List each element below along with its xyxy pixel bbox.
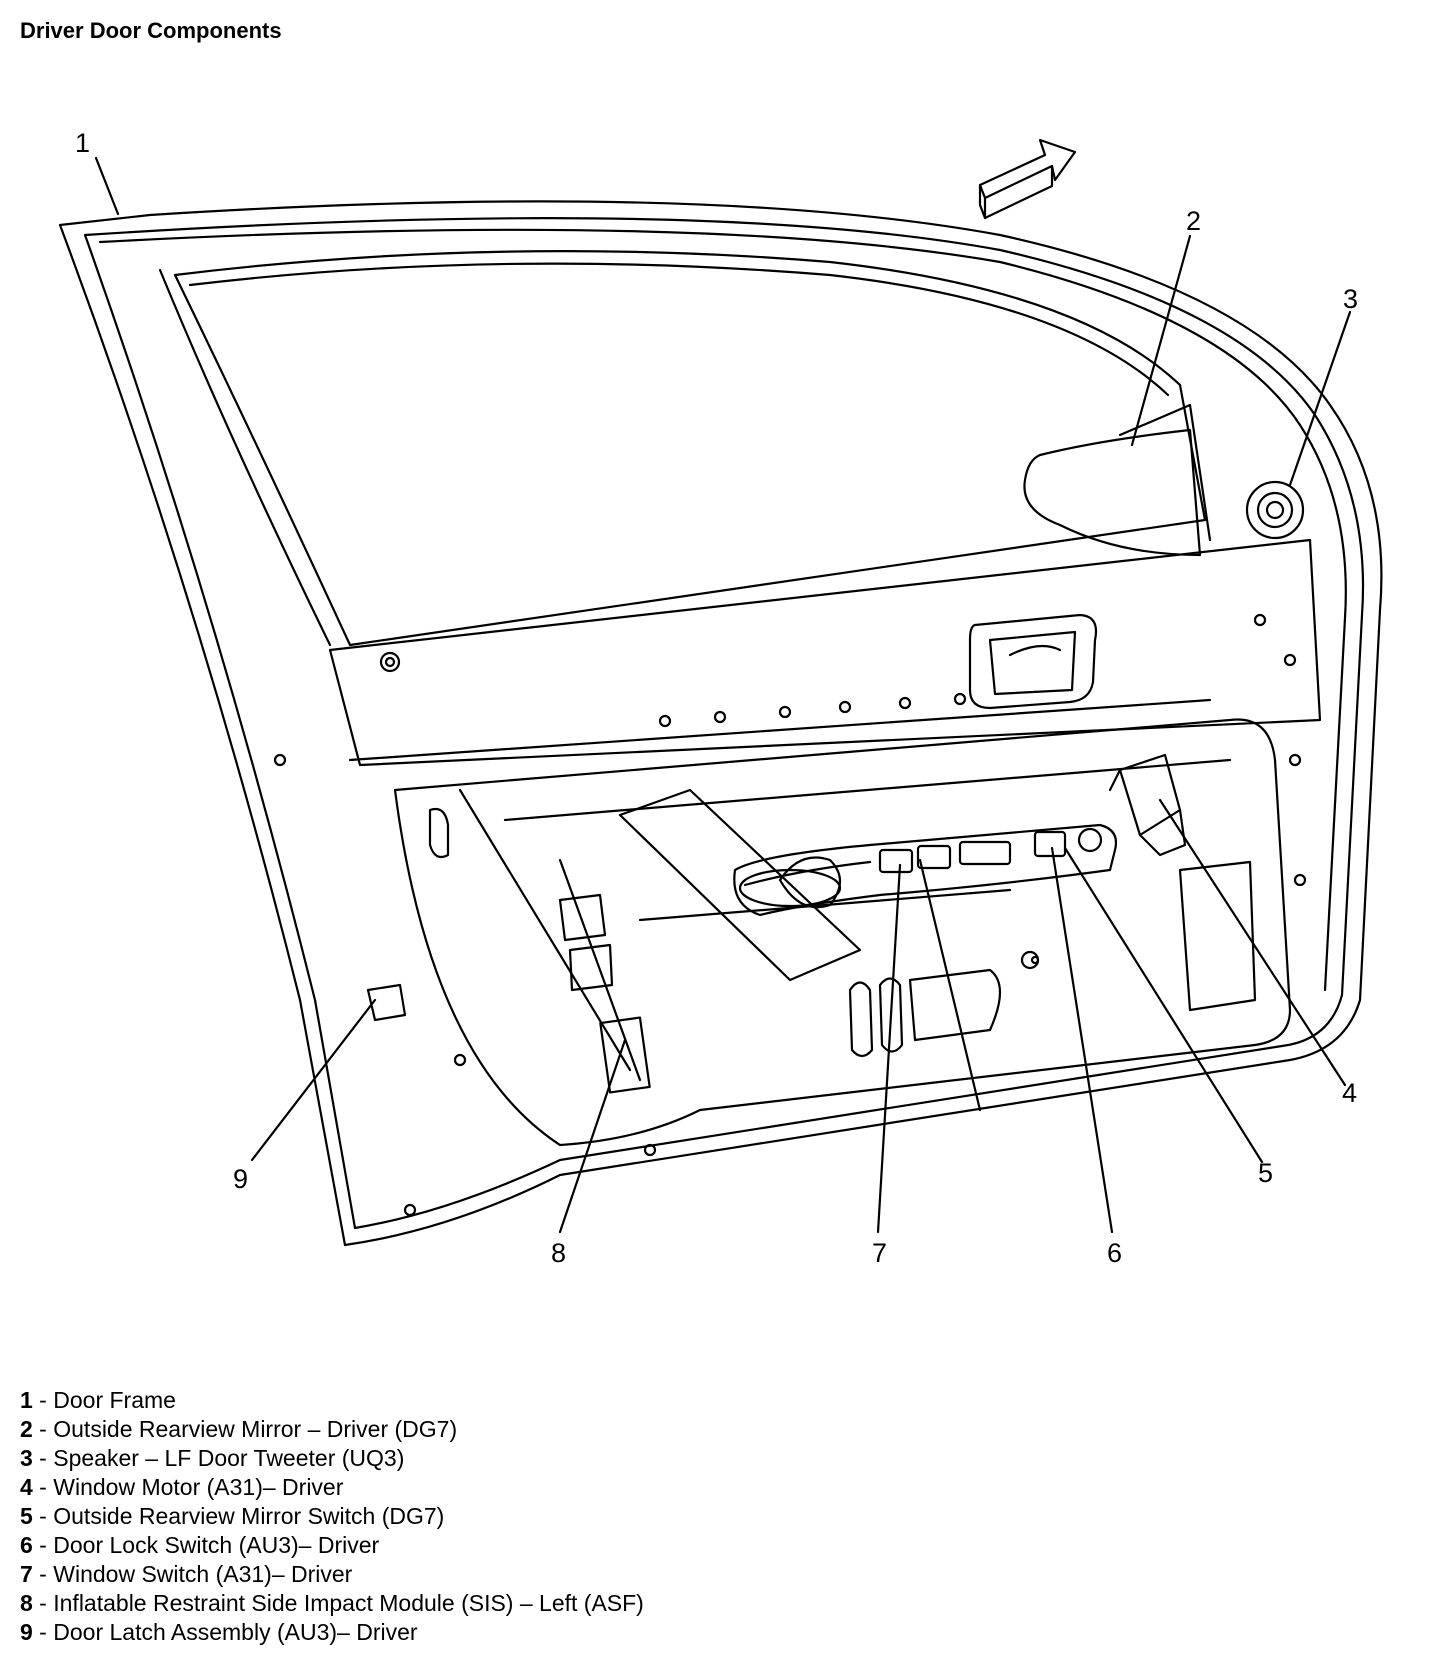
callout-1: 1 [75, 128, 90, 158]
parts-legend: 1 - Door Frame 2 - Outside Rearview Mirr… [20, 1386, 644, 1647]
callout-2: 2 [1186, 206, 1201, 236]
page-title: Driver Door Components [20, 18, 282, 43]
door-latch [366, 983, 407, 1022]
callout-3: 3 [1343, 284, 1358, 314]
legend-item: 7 - Window Switch (A31)– Driver [20, 1561, 353, 1587]
leader-7 [876, 863, 902, 1234]
callout-8: 8 [551, 1238, 566, 1268]
callout-6: 6 [1107, 1238, 1122, 1268]
legend-item: 3 - Speaker – LF Door Tweeter (UQ3) [20, 1445, 405, 1471]
leader-8 [558, 1038, 627, 1234]
lock-switch [1077, 827, 1103, 853]
switch-bezel [733, 823, 1118, 917]
leader-6 [1050, 846, 1114, 1234]
legend-item: 8 - Inflatable Restraint Side Impact Mod… [20, 1590, 644, 1616]
inner-handle [968, 613, 1098, 710]
window-switch [878, 848, 914, 874]
mirror-switch [1033, 830, 1067, 858]
leader-5 [1063, 846, 1264, 1164]
side-impact-module [599, 1016, 651, 1094]
callout-7: 7 [872, 1238, 887, 1268]
callout-9: 9 [233, 1164, 248, 1194]
leader-9 [250, 998, 377, 1162]
legend-item: 5 - Outside Rearview Mirror Switch (DG7) [20, 1503, 445, 1529]
door-frame-outline [58, 200, 1383, 1247]
direction-arrow [978, 138, 1077, 200]
legend-item: 9 - Door Latch Assembly (AU3)– Driver [20, 1619, 418, 1645]
tweeter-speaker [1245, 480, 1305, 540]
legend-item: 6 - Door Lock Switch (AU3)– Driver [20, 1532, 380, 1558]
legend-item: 2 - Outside Rearview Mirror – Driver (DG… [20, 1416, 458, 1442]
callout-4: 4 [1342, 1078, 1357, 1108]
leader-2 [1130, 234, 1192, 447]
leader-4 [1158, 798, 1347, 1087]
door-diagram: 1 2 3 4 5 6 7 8 9 [58, 128, 1383, 1268]
leader-1 [94, 156, 120, 216]
leader-3 [1288, 310, 1352, 487]
outside-mirror [1023, 428, 1202, 557]
legend-item: 4 - Window Motor (A31)– Driver [20, 1474, 344, 1500]
window-opening [173, 250, 1207, 647]
legend-item: 1 - Door Frame [20, 1387, 176, 1413]
callout-5: 5 [1258, 1158, 1273, 1188]
